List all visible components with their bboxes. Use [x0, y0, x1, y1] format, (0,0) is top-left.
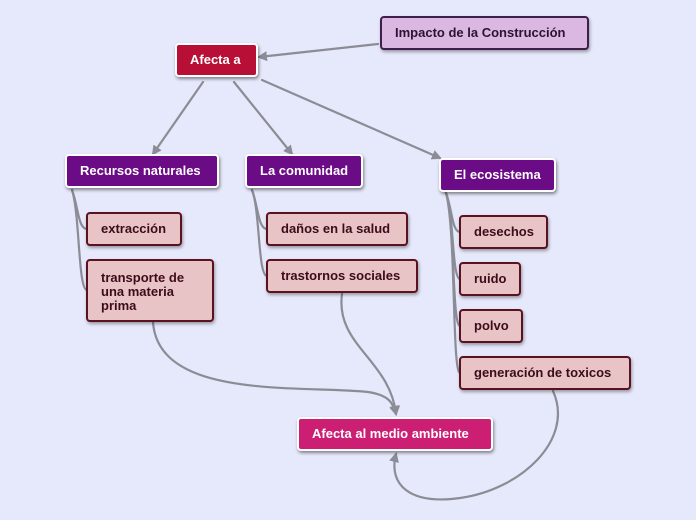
- node-desechos[interactable]: desechos: [459, 215, 548, 249]
- node-label: polvo: [474, 318, 509, 333]
- node-label: extracción: [101, 221, 167, 236]
- node-afecta-medio-ambiente[interactable]: Afecta al medio ambiente: [297, 417, 493, 451]
- node-el-ecosistema[interactable]: El ecosistema: [439, 158, 556, 192]
- node-label: trastornos sociales: [281, 268, 401, 283]
- link-hub-to-recursos: [151, 80, 205, 156]
- link-root-to-hub: [257, 42, 380, 62]
- node-la-comunidad[interactable]: La comunidad: [245, 154, 363, 188]
- node-extraccion[interactable]: extracción: [86, 212, 182, 246]
- node-label: Afecta al medio ambiente: [312, 426, 469, 441]
- link-comunidad-to-trastornos: [250, 188, 269, 278]
- node-impacto-construccion[interactable]: Impacto de la Construcción: [380, 16, 589, 50]
- node-trastornos-sociales[interactable]: trastornos sociales: [266, 259, 418, 293]
- node-label: El ecosistema: [454, 167, 541, 182]
- link-recursos-to-transporte: [70, 188, 89, 292]
- node-recursos-naturales[interactable]: Recursos naturales: [65, 154, 219, 188]
- node-label: ruido: [474, 271, 507, 286]
- link-ecosistema-to-toxicos: [444, 191, 462, 375]
- link-transporte-to-medio: [151, 320, 399, 416]
- node-label: Impacto de la Construcción: [395, 25, 566, 40]
- node-afecta-a[interactable]: Afecta a: [175, 43, 258, 77]
- link-trastornos-to-medio: [340, 292, 401, 416]
- node-label: Afecta a: [190, 52, 241, 67]
- node-transporte-materia-prima[interactable]: transporte de una materia prima: [86, 259, 214, 322]
- node-label: generación de toxicos: [474, 365, 612, 380]
- link-hub-to-ecosistema: [260, 78, 442, 160]
- node-label: La comunidad: [260, 163, 349, 178]
- node-generacion-toxicos[interactable]: generación de toxicos: [459, 356, 631, 390]
- link-hub-to-comunidad: [232, 80, 294, 156]
- node-label: transporte de una materia prima: [101, 270, 185, 313]
- node-danos-salud[interactable]: daños en la salud: [266, 212, 408, 246]
- node-polvo[interactable]: polvo: [459, 309, 523, 343]
- node-ruido[interactable]: ruido: [459, 262, 521, 296]
- node-label: desechos: [474, 224, 534, 239]
- node-label: daños en la salud: [281, 221, 391, 236]
- node-label: Recursos naturales: [80, 163, 201, 178]
- link-toxicos-to-medio: [389, 389, 560, 501]
